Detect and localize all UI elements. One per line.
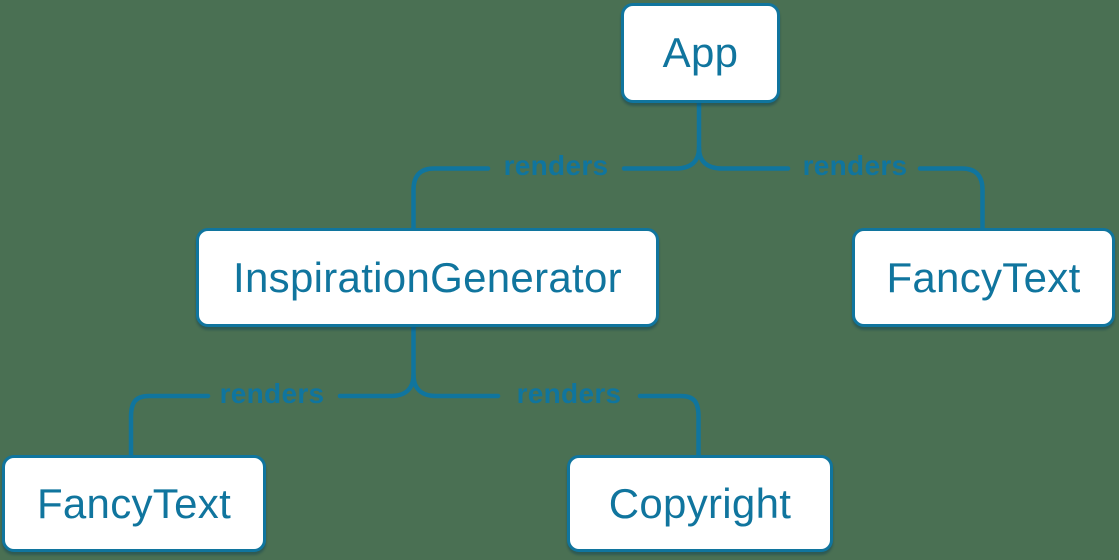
edge-app-to-fancytext-start: [696, 145, 791, 171]
node-inspiration-generator-label: InspirationGenerator: [233, 253, 622, 301]
node-fancy-text-bottom-label: FancyText: [36, 479, 232, 527]
edge-label-renders-app-inspirationgenerator: renders: [503, 150, 609, 181]
node-app: App: [621, 3, 780, 103]
node-copyright-label: Copyright: [608, 479, 792, 527]
node-fancy-text-top-label: FancyText: [886, 253, 1081, 301]
edge-inspirationgenerator-to-copyright-end: [637, 393, 701, 460]
node-copyright: Copyright: [567, 455, 833, 552]
node-inspiration-generator: InspirationGenerator: [196, 228, 659, 327]
edge-inspirationgenerator-to-copyright-start: [411, 372, 501, 399]
edge-app-to-inspirationgenerator-start: [621, 100, 702, 171]
node-fancy-text-bottom: FancyText: [2, 455, 266, 552]
edge-label-renders-inspirationgenerator-copyright: renders: [516, 378, 622, 409]
edge-inspirationgenerator-to-fancytext-end: [128, 393, 211, 460]
node-fancy-text-top: FancyText: [852, 228, 1115, 327]
edge-label-renders-inspirationgenerator-fancytext: renders: [219, 378, 325, 409]
node-app-label: App: [662, 29, 739, 76]
edge-app-to-inspirationgenerator-end: [411, 166, 491, 231]
edge-label-renders-app-fancytext: renders: [802, 150, 908, 181]
edge-inspirationgenerator-to-fancytext-start: [337, 324, 416, 399]
edge-app-to-fancytext-end: [917, 166, 985, 231]
